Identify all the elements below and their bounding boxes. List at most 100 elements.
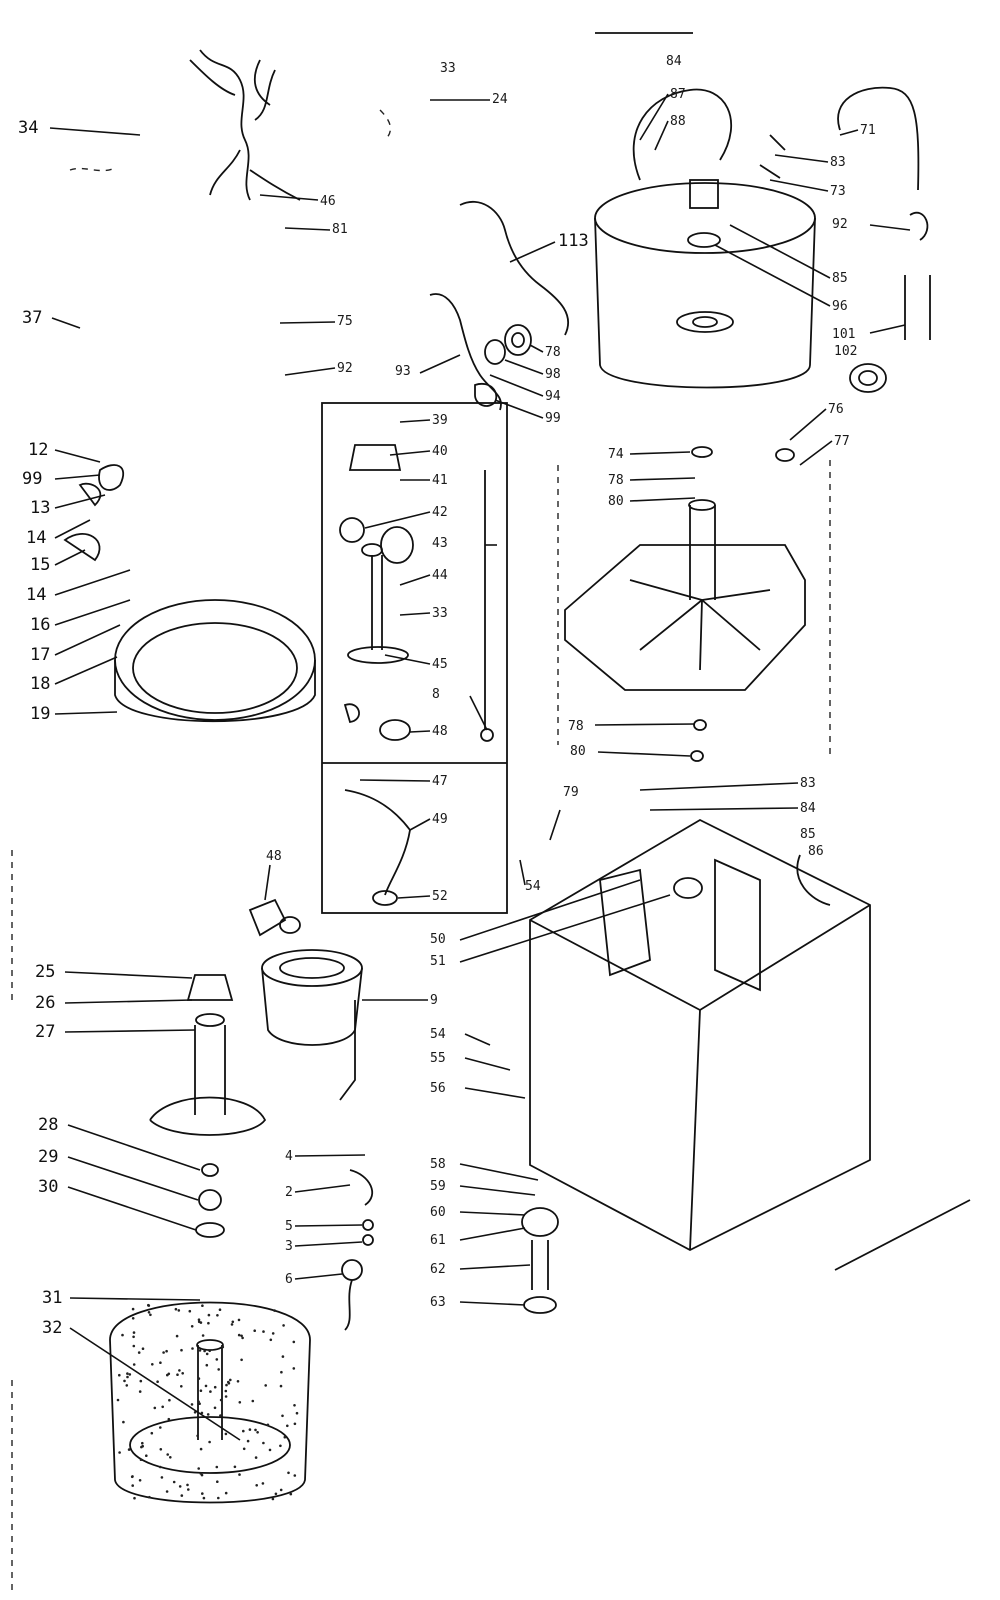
callout-label-c50: 50 bbox=[430, 932, 446, 947]
callout-label-c34: 34 bbox=[18, 118, 38, 138]
leader-line-c28 bbox=[67, 1124, 201, 1171]
callout-label-c80a: 80 bbox=[608, 494, 624, 509]
leader-line-c84b bbox=[649, 807, 799, 811]
leader-line-c55 bbox=[464, 1057, 511, 1071]
leader-line-c93 bbox=[419, 354, 461, 374]
leader-line-c40 bbox=[389, 450, 431, 456]
leader-line-c34 bbox=[49, 127, 141, 136]
callout-label-c85: 85 bbox=[832, 271, 848, 286]
leader-line-c26 bbox=[64, 999, 193, 1004]
callout-label-c41: 41 bbox=[432, 473, 448, 488]
leader-line-c16 bbox=[54, 599, 131, 626]
callout-label-c40: 40 bbox=[432, 444, 448, 459]
leader-line-c31 bbox=[69, 1297, 201, 1301]
pump-assembly bbox=[248, 898, 374, 1331]
callout-label-c74: 74 bbox=[608, 447, 624, 462]
callout-label-c60: 60 bbox=[430, 1205, 446, 1220]
leader-line-c73 bbox=[769, 179, 829, 192]
callout-label-c5: 5 bbox=[285, 1219, 293, 1234]
callout-label-c51: 51 bbox=[430, 954, 446, 969]
leader-line-c85 bbox=[729, 224, 831, 279]
leader-line-c54b bbox=[464, 1033, 491, 1046]
leader-line-c48b bbox=[264, 864, 271, 901]
callout-label-c19: 19 bbox=[30, 704, 50, 724]
leader-line-c80a bbox=[629, 497, 696, 502]
wire-harness bbox=[69, 49, 392, 201]
callout-label-c62: 62 bbox=[430, 1262, 446, 1277]
leader-line-c60 bbox=[459, 1211, 526, 1216]
leader-line-c8 bbox=[469, 695, 488, 731]
callout-label-c99b: 99 bbox=[22, 469, 42, 489]
leader-line-c94 bbox=[489, 374, 544, 397]
callout-label-c16: 16 bbox=[30, 615, 50, 635]
leader-line-c62 bbox=[459, 1264, 531, 1270]
callout-label-c6: 6 bbox=[285, 1272, 293, 1287]
leader-line-c87 bbox=[639, 93, 669, 141]
callout-label-c77: 77 bbox=[834, 434, 850, 449]
leader-line-c13 bbox=[54, 494, 106, 509]
callout-label-c14a: 14 bbox=[26, 528, 46, 548]
leader-line-c50 bbox=[459, 879, 641, 941]
callout-label-c86: 86 bbox=[808, 844, 824, 859]
callout-label-c45: 45 bbox=[432, 657, 448, 672]
callout-label-c71: 71 bbox=[860, 123, 876, 138]
leader-line-c59 bbox=[459, 1185, 536, 1196]
callout-label-c24: 24 bbox=[492, 92, 508, 107]
callout-label-c27: 27 bbox=[35, 1022, 55, 1042]
callout-label-c79: 79 bbox=[563, 785, 579, 800]
callout-label-c96: 96 bbox=[832, 299, 848, 314]
leader-line-c61 bbox=[459, 1227, 526, 1241]
leader-line-c25 bbox=[64, 971, 193, 979]
base-plate bbox=[557, 446, 831, 762]
callout-label-c73: 73 bbox=[830, 184, 846, 199]
leader-line-c4 bbox=[294, 1154, 366, 1157]
leader-line-c75 bbox=[279, 321, 336, 324]
callout-label-c2: 2 bbox=[285, 1185, 293, 1200]
callout-label-c8: 8 bbox=[432, 687, 440, 702]
callout-label-c47: 47 bbox=[432, 774, 448, 789]
callout-label-c85b: 85 bbox=[800, 827, 816, 842]
callout-label-c75: 75 bbox=[337, 314, 353, 329]
callout-label-c14b: 14 bbox=[26, 585, 46, 605]
leader-line-c83a bbox=[774, 154, 829, 163]
callout-label-c83a: 83 bbox=[830, 155, 846, 170]
callout-label-c78c: 78 bbox=[568, 719, 584, 734]
leader-line-c78c bbox=[594, 723, 696, 726]
callout-label-c80b: 80 bbox=[570, 744, 586, 759]
leader-line-c83b bbox=[639, 782, 799, 791]
callout-label-c18: 18 bbox=[30, 674, 50, 694]
agitator bbox=[149, 974, 267, 1238]
callout-label-c42: 42 bbox=[432, 505, 448, 520]
callout-label-c13: 13 bbox=[30, 498, 50, 518]
leader-line-c17 bbox=[54, 624, 121, 656]
leader-line-c2 bbox=[294, 1184, 351, 1193]
leader-line-c52 bbox=[397, 895, 431, 899]
callout-label-c33b: 33 bbox=[432, 606, 448, 621]
leveling-leg bbox=[521, 1207, 559, 1314]
leader-line-c48a bbox=[409, 730, 431, 733]
fill-hose bbox=[759, 86, 931, 393]
callout-label-c30: 30 bbox=[38, 1177, 58, 1197]
leader-line-c47 bbox=[359, 779, 431, 782]
leader-line-c58 bbox=[459, 1163, 539, 1181]
callout-label-c81: 81 bbox=[332, 222, 348, 237]
callout-label-c17: 17 bbox=[30, 645, 50, 665]
leader-line-c92a bbox=[284, 367, 336, 376]
leader-line-c99b bbox=[54, 474, 101, 480]
leader-line-c39 bbox=[399, 419, 431, 423]
leader-line-c46 bbox=[259, 194, 319, 201]
leader-line-c113 bbox=[509, 241, 556, 263]
leader-line-c54a bbox=[519, 859, 526, 886]
leader-line-c18 bbox=[54, 656, 118, 685]
callout-label-c25: 25 bbox=[35, 962, 55, 982]
leader-line-c30 bbox=[67, 1186, 197, 1231]
callout-label-c76: 76 bbox=[828, 402, 844, 417]
cabinet bbox=[529, 818, 971, 1271]
callout-label-c98: 98 bbox=[545, 367, 561, 382]
callout-label-c102: 102 bbox=[834, 344, 857, 359]
spin-basket bbox=[109, 1301, 311, 1504]
callout-label-c4: 4 bbox=[285, 1149, 293, 1164]
callout-label-c59: 59 bbox=[430, 1179, 446, 1194]
